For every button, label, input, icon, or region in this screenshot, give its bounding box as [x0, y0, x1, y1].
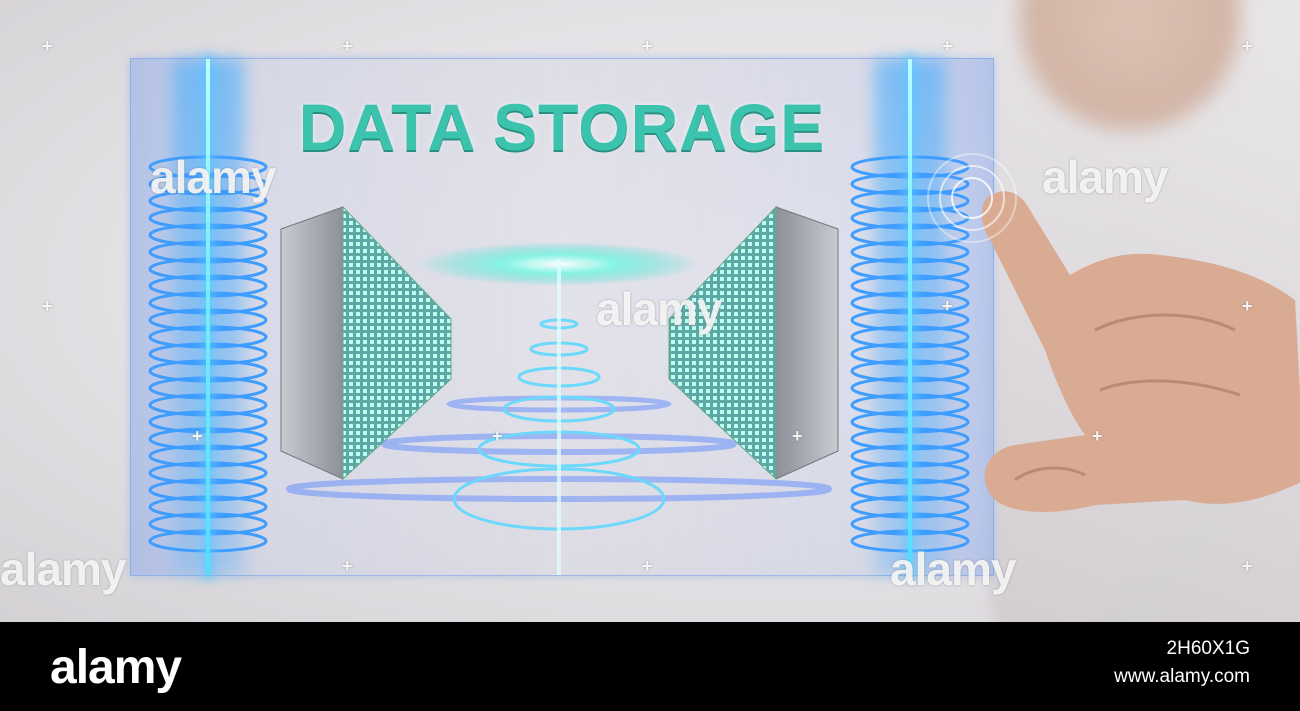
right-server — [668, 205, 839, 481]
stock-photo: DATA STORAGE alamy alamy alamy alamy ala… — [0, 0, 1300, 622]
right-light-beam — [908, 59, 912, 575]
watermark-cross: + — [1092, 426, 1103, 446]
watermark: alamy — [150, 151, 276, 203]
watermark-cross: + — [642, 556, 653, 576]
storage-illustration — [148, 155, 970, 575]
watermark-cross: + — [42, 36, 53, 56]
watermark-cross: + — [1242, 296, 1253, 316]
touch-ripple — [927, 153, 1017, 243]
watermark-cross: + — [1242, 36, 1253, 56]
watermark-cross: + — [192, 426, 203, 446]
watermark-cross: + — [492, 426, 503, 446]
watermark: alamy — [1042, 151, 1168, 203]
watermark-cross: + — [942, 36, 953, 56]
site-url: www.alamy.com — [1114, 666, 1250, 687]
watermark-cross: + — [792, 426, 803, 446]
stock-footer-bar: alamy 2H60X1G www.alamy.com — [0, 622, 1300, 711]
watermark-cross: + — [342, 36, 353, 56]
watermark: alamy — [890, 543, 1016, 595]
center-beam — [557, 259, 561, 575]
image-id: 2H60X1G — [1166, 638, 1250, 659]
watermark-cross: + — [42, 296, 53, 316]
alamy-logo: alamy — [50, 641, 182, 694]
holographic-panel: DATA STORAGE — [130, 58, 994, 576]
watermark-cross: + — [942, 296, 953, 316]
left-light-beam — [206, 59, 210, 575]
panel-title: DATA STORAGE — [298, 90, 826, 164]
watermark: alamy — [596, 283, 722, 335]
left-server — [280, 205, 452, 481]
watermark-cross: + — [1242, 556, 1253, 576]
watermark: alamy — [0, 543, 126, 595]
watermark-cross: + — [642, 36, 653, 56]
watermark-cross: + — [342, 556, 353, 576]
pointing-hand — [981, 191, 1300, 512]
